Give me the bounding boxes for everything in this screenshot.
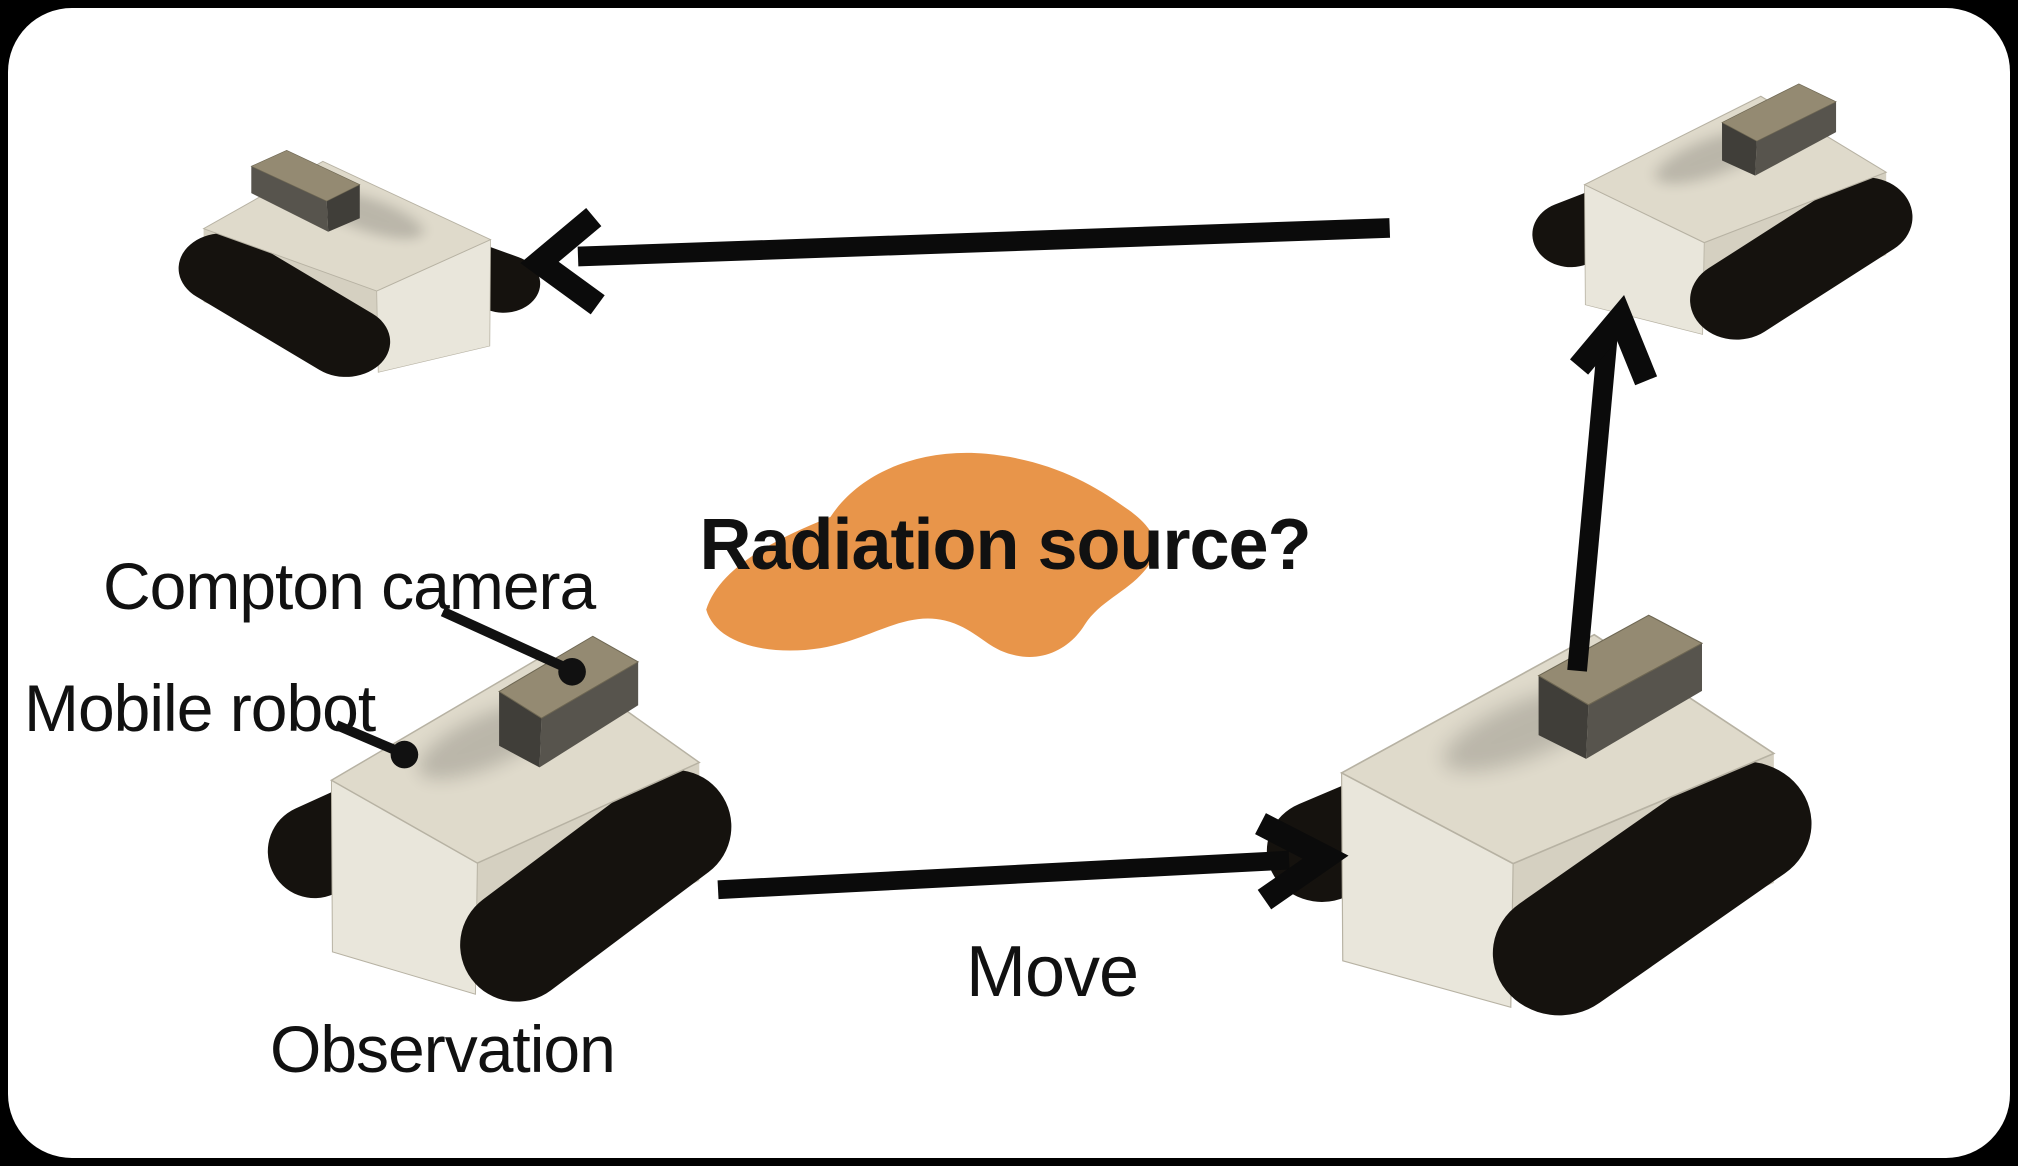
compton-camera-leader-dot (558, 657, 586, 686)
mobile-robot-top-right-icon (1571, 84, 1886, 335)
mobile-robot-label: Mobile robot (24, 671, 376, 745)
compton-camera-leader-line (440, 607, 569, 673)
compton-camera-label: Compton camera (103, 549, 596, 623)
left-arrow-icon (520, 208, 1391, 315)
move-label: Move (966, 932, 1139, 1012)
up-arrow-icon (1567, 295, 1658, 672)
mobile-robot-bottom-right-icon (1322, 615, 1774, 1007)
mobile-robot-top-left-icon (204, 150, 504, 372)
radiation-source-question-label: Radiation source? (699, 505, 1311, 585)
mobile-robot-leader-dot (390, 740, 419, 769)
diagram-card: Compton camera Mobile robot Observation … (8, 8, 2010, 1158)
diagram-figure (8, 8, 2010, 1158)
move-arrow-icon (717, 813, 1349, 910)
observation-label: Observation (270, 1012, 616, 1086)
radiation-source-blob (706, 452, 1156, 657)
mobile-robot-leader-line (334, 720, 399, 756)
